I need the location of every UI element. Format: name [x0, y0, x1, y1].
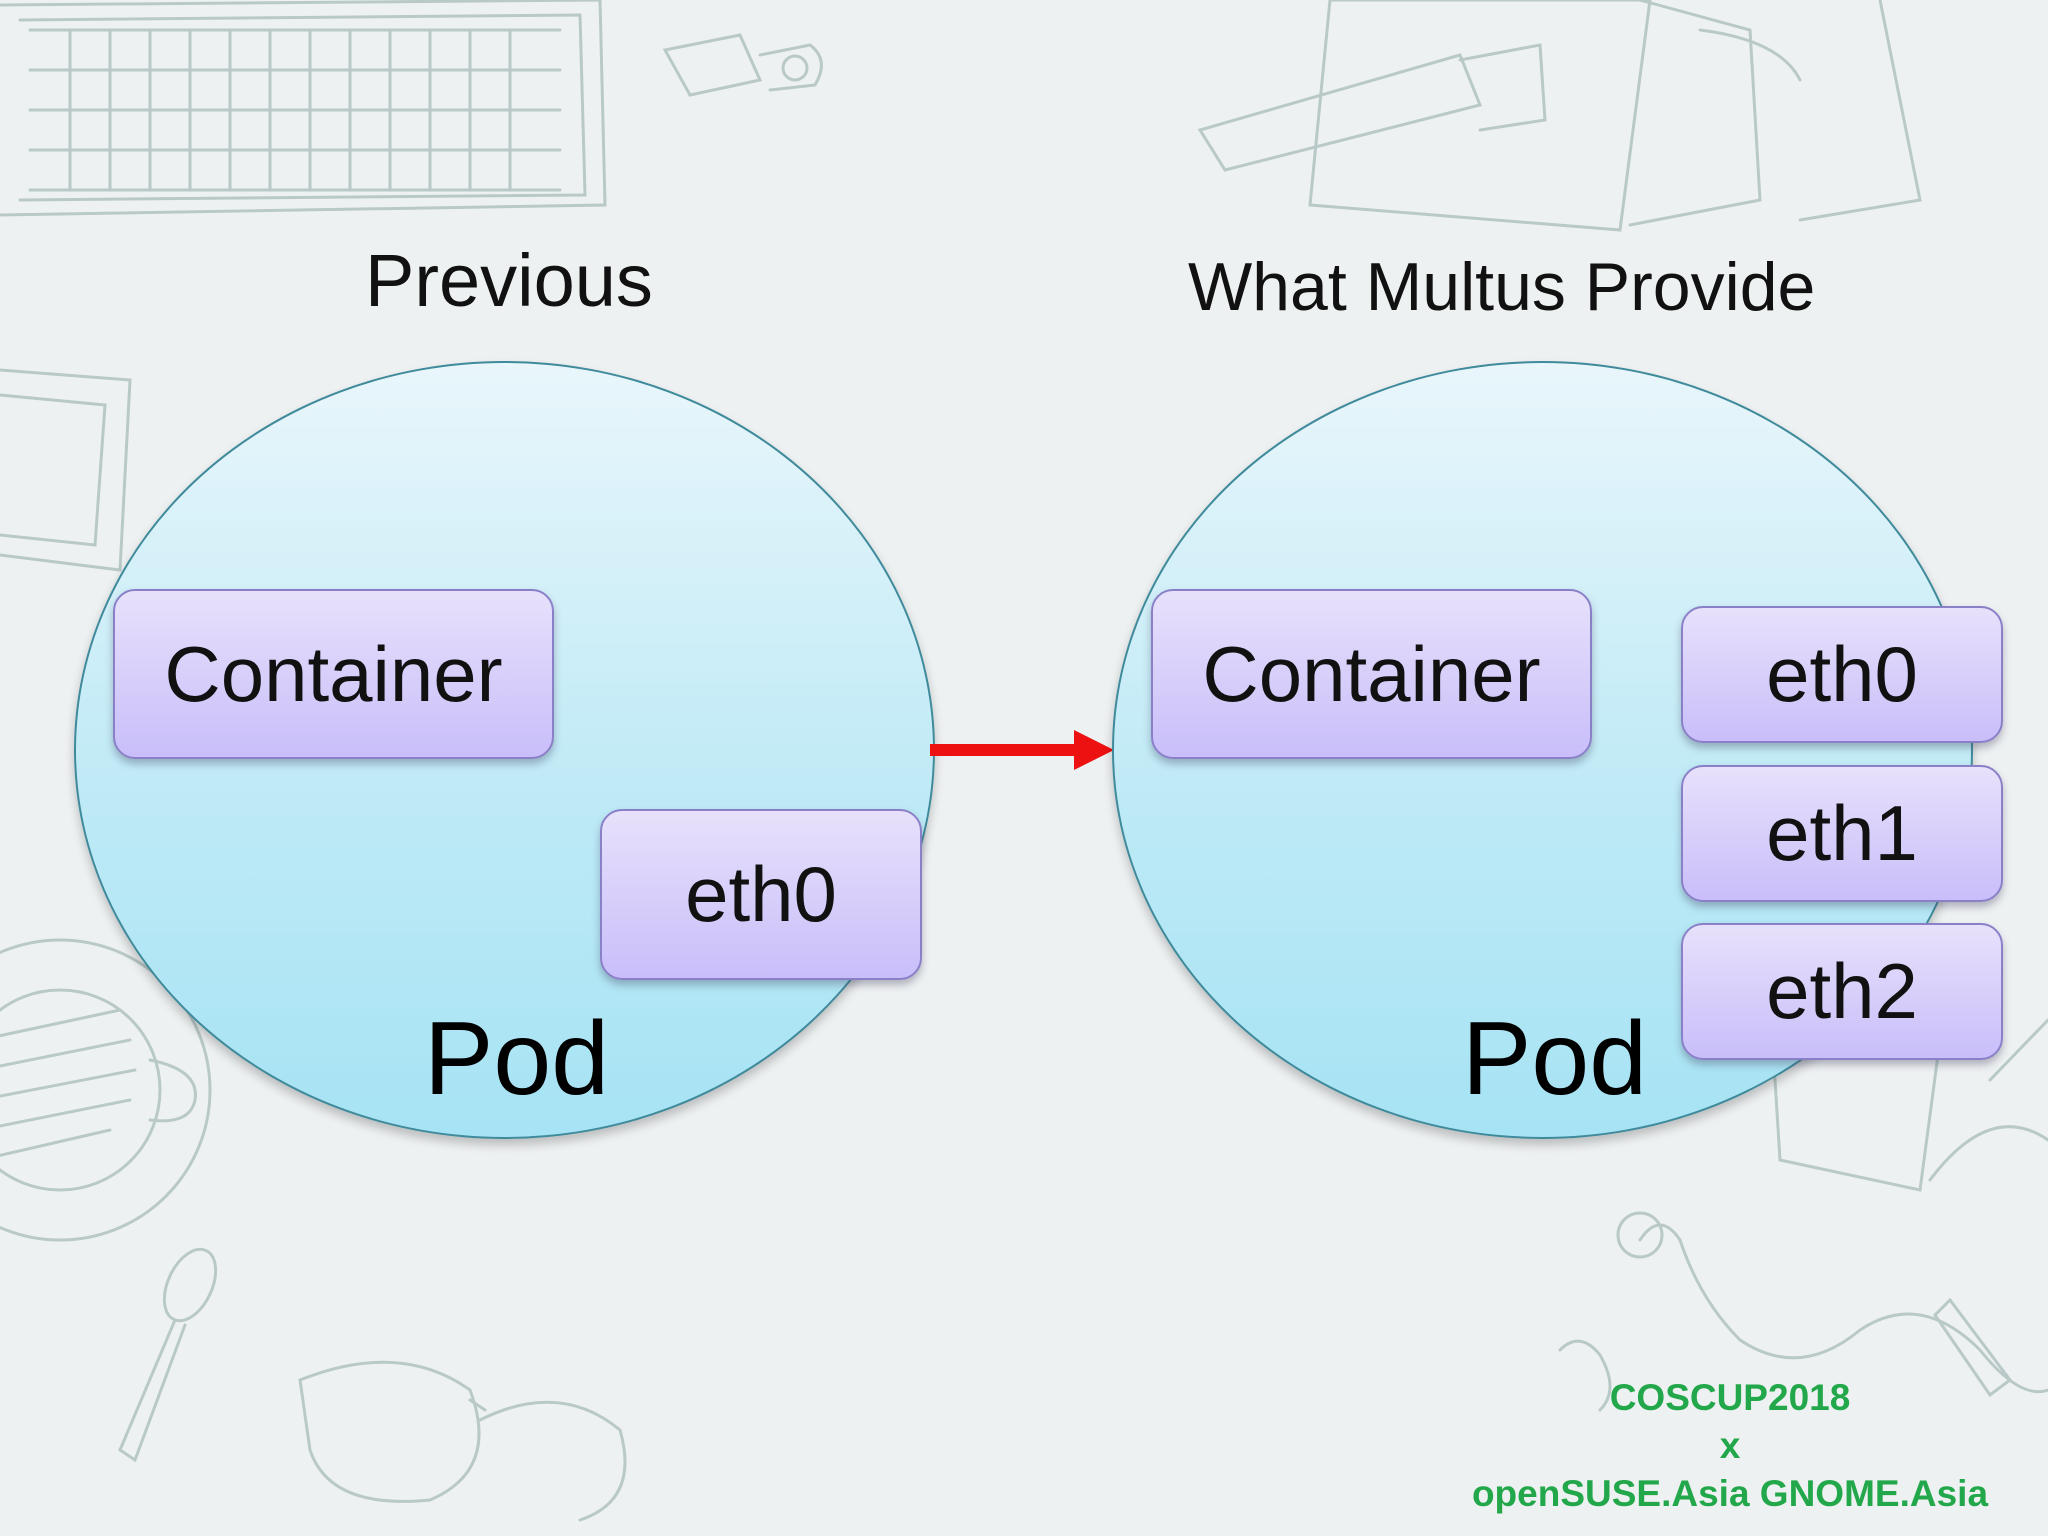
right-container-box: Container: [1151, 589, 1592, 759]
notebook-sketch: [1308, 0, 1922, 232]
footer-line-3: openSUSE.Asia GNOME.Asia: [1471, 1473, 1989, 1514]
marker-sketch: [1197, 43, 1547, 172]
right-container-label: Container: [1202, 629, 1541, 718]
left-eth0-box: eth0: [600, 809, 922, 980]
right-eth0-box: eth0: [1681, 606, 2003, 743]
footer-line-2: x: [1719, 1425, 1741, 1466]
footer-line-1: COSCUP2018: [1609, 1377, 1851, 1418]
left-pod-label: Pod: [424, 1001, 610, 1117]
conference-footer: COSCUP2018 x openSUSE.Asia GNOME.Asia: [1440, 1374, 2020, 1518]
right-eth0-label: eth0: [1766, 630, 1918, 718]
right-eth1-label: eth1: [1766, 789, 1918, 877]
right-eth1-box: eth1: [1681, 765, 2003, 902]
left-eth0-label: eth0: [685, 850, 837, 938]
glasses-sketch: [298, 1360, 627, 1522]
transition-arrow: [930, 730, 1114, 770]
keyboard-sketch: [0, 0, 607, 217]
right-pod-label: Pod: [1462, 1001, 1648, 1117]
spoon-sketch: [118, 1247, 218, 1463]
usb-drive-sketch: [662, 33, 823, 97]
left-container-label: Container: [164, 629, 503, 718]
multus-title: What Multus Provide: [1188, 249, 1816, 325]
left-container-box: Container: [113, 589, 554, 759]
right-eth2-label: eth2: [1766, 947, 1918, 1035]
tablet-sketch: [0, 368, 132, 572]
previous-title: Previous: [365, 239, 653, 322]
earphones-sketch: [1558, 998, 2048, 1412]
coffee-cup-sketch: [0, 938, 212, 1242]
right-eth2-box: eth2: [1681, 923, 2003, 1060]
